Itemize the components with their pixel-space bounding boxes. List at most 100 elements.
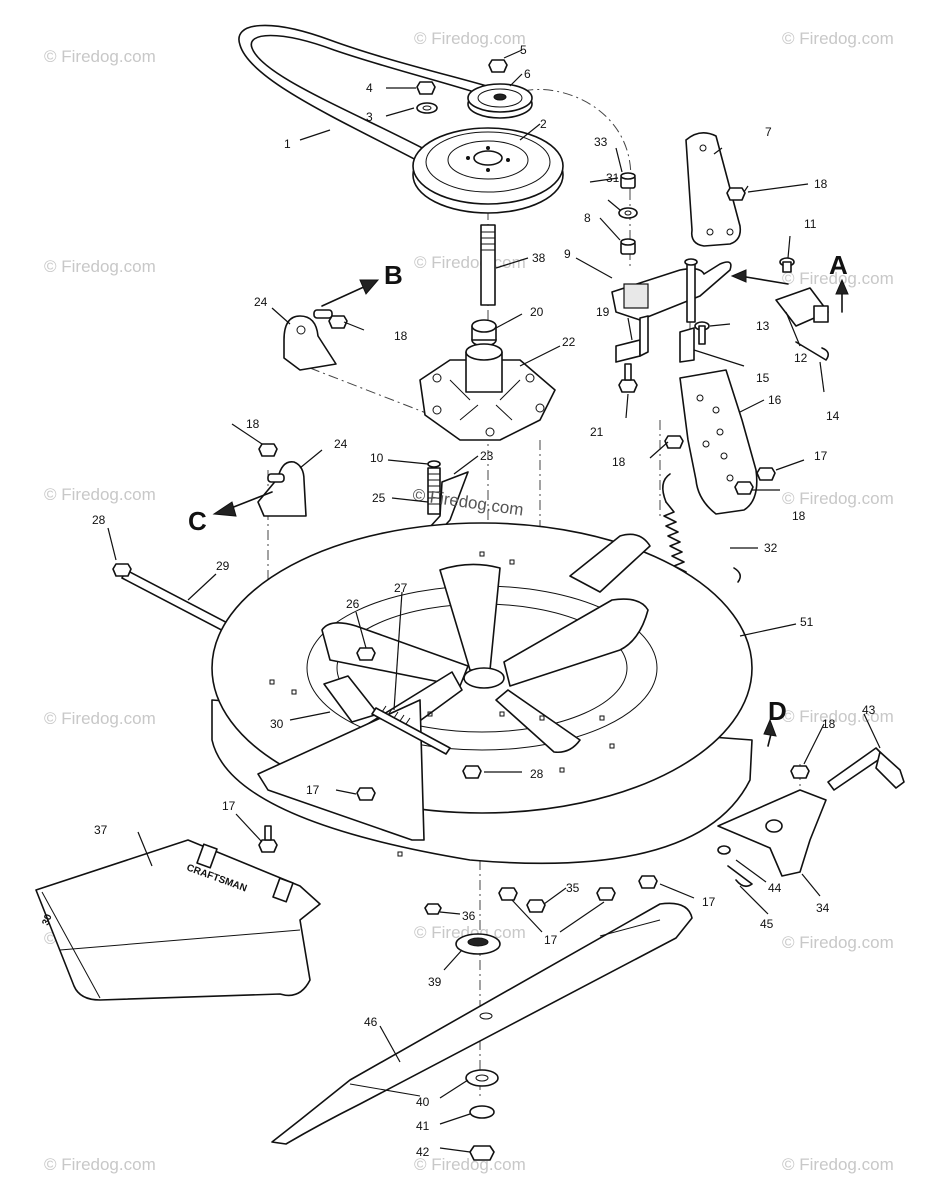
mounting-plate xyxy=(679,369,758,515)
label-9: 9 xyxy=(564,247,571,261)
label-41: 41 xyxy=(416,1119,430,1133)
label-17-d: 17 xyxy=(702,895,716,909)
label-12: 12 xyxy=(794,351,808,365)
watermark: © Firedog.com xyxy=(782,1155,894,1174)
label-18-plate-low: 18 xyxy=(792,509,806,523)
label-28: 28 xyxy=(92,513,106,527)
nut-18-c xyxy=(258,443,278,457)
deck-pulley xyxy=(412,127,564,214)
label-42: 42 xyxy=(416,1145,430,1159)
label-17: 17 xyxy=(814,449,828,463)
bolt-26 xyxy=(356,647,376,661)
view-letter-c: C xyxy=(188,506,207,536)
arrow-idler-icon xyxy=(730,269,789,285)
bolt-36 xyxy=(424,903,442,915)
bolt-17-deck xyxy=(356,787,376,801)
label-17-deck: 17 xyxy=(306,783,320,797)
label-46: 46 xyxy=(364,1015,378,1029)
watermark: © Firedog.com xyxy=(44,1155,156,1174)
idler-bracket xyxy=(611,258,732,323)
bolt-11 xyxy=(779,257,795,273)
rod-43 xyxy=(827,747,905,791)
bolt-17-d xyxy=(638,875,658,889)
label-37: 37 xyxy=(94,823,108,837)
nut-42 xyxy=(469,1145,495,1161)
view-letter-b: B xyxy=(384,260,403,290)
view-letter-a: A xyxy=(829,250,848,280)
label-44: 44 xyxy=(768,881,782,895)
bolt-13 xyxy=(694,321,710,345)
label-16: 16 xyxy=(768,393,782,407)
bolt-35-a xyxy=(498,887,518,901)
watermark: © Firedog.com xyxy=(44,47,156,66)
label-25: 25 xyxy=(372,491,386,505)
label-18-b: 18 xyxy=(394,329,408,343)
label-51: 51 xyxy=(800,615,814,629)
label-2: 2 xyxy=(540,117,547,131)
washer-31 xyxy=(618,207,638,219)
label-23: 23 xyxy=(480,449,494,463)
label-18-d: 18 xyxy=(822,717,836,731)
washer-40 xyxy=(465,1069,499,1087)
rod-27 xyxy=(371,705,451,755)
watermark: © Firedog.com xyxy=(782,933,894,952)
bolt-10 xyxy=(427,460,441,468)
bracket-24-b xyxy=(283,309,337,371)
label-11: 11 xyxy=(804,217,817,231)
label-29: 29 xyxy=(216,559,230,573)
arrow-b-icon xyxy=(321,279,380,307)
nut-5 xyxy=(488,59,508,73)
pin-45 xyxy=(727,865,753,888)
label-1: 1 xyxy=(284,137,291,151)
cap-28 xyxy=(112,563,132,577)
bolt-21 xyxy=(618,363,638,393)
label-28-deck: 28 xyxy=(530,767,544,781)
label-3: 3 xyxy=(366,110,373,124)
nut-4 xyxy=(416,81,436,95)
part-labels: 1 2 3 4 5 6 7 8 9 10 11 12 13 14 15 16 1… xyxy=(92,43,876,1159)
label-18-c: 18 xyxy=(246,417,260,431)
label-19: 19 xyxy=(596,305,610,319)
label-31: 31 xyxy=(606,171,620,185)
label-26: 26 xyxy=(346,597,360,611)
label-36: 36 xyxy=(462,909,476,923)
cap-28-deck xyxy=(462,765,482,779)
label-18-plate: 18 xyxy=(612,455,626,469)
label-4: 4 xyxy=(366,81,373,95)
label-8: 8 xyxy=(584,211,591,225)
label-34: 34 xyxy=(816,901,830,915)
label-45: 45 xyxy=(760,917,774,931)
label-40: 40 xyxy=(416,1095,430,1109)
pin-14 xyxy=(795,341,830,361)
idler-arm xyxy=(685,132,746,247)
bracket-15 xyxy=(679,327,695,363)
bearing-20 xyxy=(471,319,497,347)
v-belt xyxy=(238,24,501,163)
label-22: 22 xyxy=(562,335,576,349)
mower-deck xyxy=(211,522,753,865)
label-17-left: 17 xyxy=(222,799,236,813)
watermark: © Firedog.com xyxy=(782,269,894,288)
label-39: 39 xyxy=(428,975,442,989)
label-38: 38 xyxy=(532,251,546,265)
spindle-shaft xyxy=(480,224,496,306)
label-35: 35 xyxy=(566,881,580,895)
bracket-34 xyxy=(717,789,827,877)
watermark: © Firedog.com xyxy=(414,923,526,942)
arrow-a-icon xyxy=(835,278,849,313)
label-18: 18 xyxy=(814,177,828,191)
washer-41 xyxy=(469,1105,495,1119)
watermark: © Firedog.com xyxy=(44,257,156,276)
bearing-39 xyxy=(455,933,501,955)
label-17-c: 17 xyxy=(544,933,558,947)
label-15: 15 xyxy=(756,371,770,385)
spring-25 xyxy=(427,467,441,515)
label-24-b: 24 xyxy=(254,295,268,309)
label-27: 27 xyxy=(394,581,408,595)
bracket-19 xyxy=(615,315,649,363)
label-7: 7 xyxy=(765,125,772,139)
washer-44 xyxy=(717,845,731,855)
washer-3 xyxy=(416,102,438,114)
blade-46 xyxy=(271,902,693,1145)
